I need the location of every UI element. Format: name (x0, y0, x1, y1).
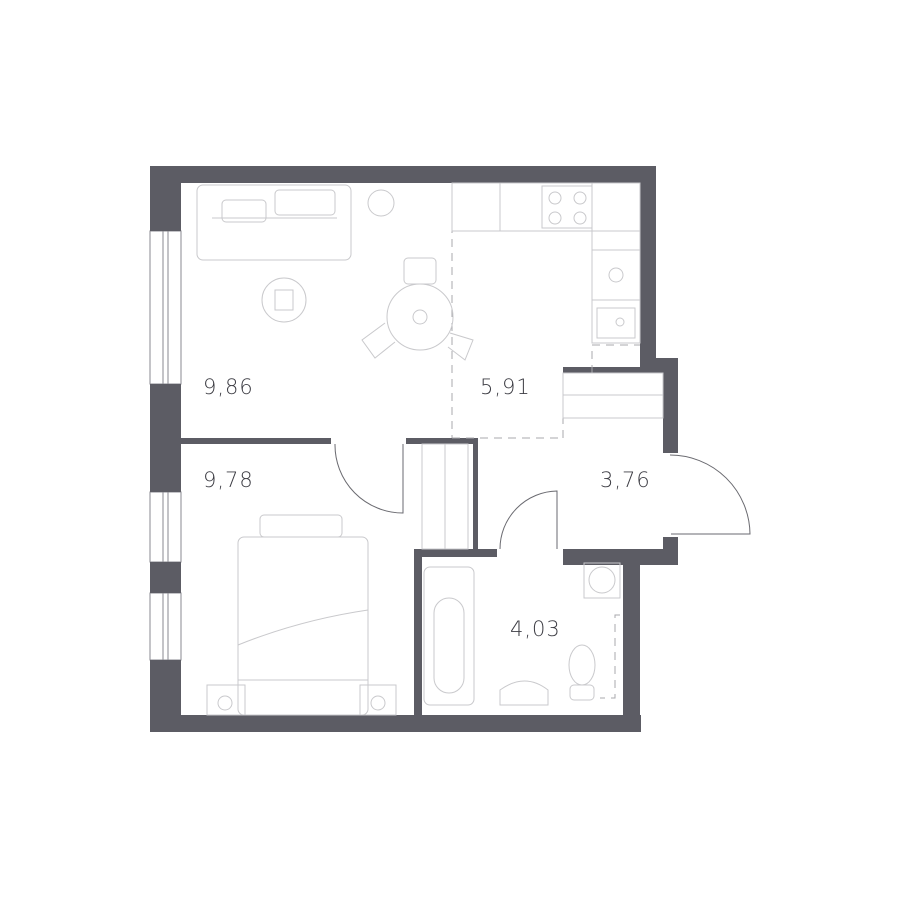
room-area-living-room: 9,86 (203, 375, 254, 399)
sofa (196, 184, 352, 261)
nightstand-left (206, 684, 246, 716)
bathroom-door (499, 490, 558, 550)
chair (403, 257, 437, 285)
bedroom-door (334, 443, 404, 514)
washing-machine (583, 562, 621, 599)
tap (608, 267, 624, 283)
dining-table (386, 283, 454, 351)
walls (150, 166, 678, 732)
headboard (259, 514, 343, 538)
windows (149, 230, 182, 661)
sink (596, 307, 636, 339)
doors (334, 443, 751, 550)
washbasin (499, 680, 549, 706)
bathtub (423, 566, 475, 706)
nightstand-right (359, 684, 397, 716)
rug (261, 277, 307, 323)
furniture (196, 182, 664, 716)
toilet (568, 644, 596, 686)
room-area-bedroom: 9,78 (203, 468, 254, 492)
room-area-hallway: 3,76 (600, 468, 651, 492)
room-area-kitchen: 5,91 (480, 375, 531, 399)
entrance-door (669, 454, 751, 535)
room-area-bathroom: 4,03 (510, 617, 561, 641)
floor-lamp (367, 189, 395, 217)
bed (237, 536, 369, 716)
kitchen-counter (451, 182, 641, 232)
